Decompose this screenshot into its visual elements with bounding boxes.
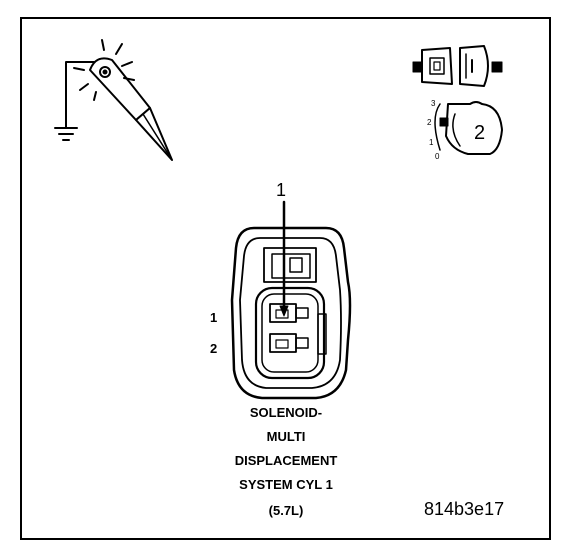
view-number: 2 xyxy=(474,122,486,144)
connector-pair-icon xyxy=(412,45,503,87)
test-light-icon xyxy=(54,39,173,161)
pin-label-1: 1 xyxy=(210,310,218,325)
connector-body xyxy=(230,226,352,400)
title-line-1: SOLENOID- xyxy=(249,405,323,420)
title-line-2: MULTI xyxy=(266,429,306,444)
title-line-5: (5.7L) xyxy=(268,503,304,518)
callout-number: 1 xyxy=(276,180,287,200)
title-line-4: SYSTEM CYL 1 xyxy=(239,477,333,492)
callout-leader xyxy=(279,200,289,317)
figure-code: 814b3e17 xyxy=(424,499,505,519)
view-position-1: 1 xyxy=(429,138,434,147)
connector-view-icon xyxy=(434,101,503,155)
view-position-3: 3 xyxy=(431,99,436,108)
view-position-2: 2 xyxy=(427,118,432,127)
view-position-0: 0 xyxy=(435,152,440,161)
title-line-3: DISPLACEMENT xyxy=(234,453,338,468)
diagram-frame xyxy=(20,17,551,540)
pin-label-2: 2 xyxy=(210,341,218,356)
